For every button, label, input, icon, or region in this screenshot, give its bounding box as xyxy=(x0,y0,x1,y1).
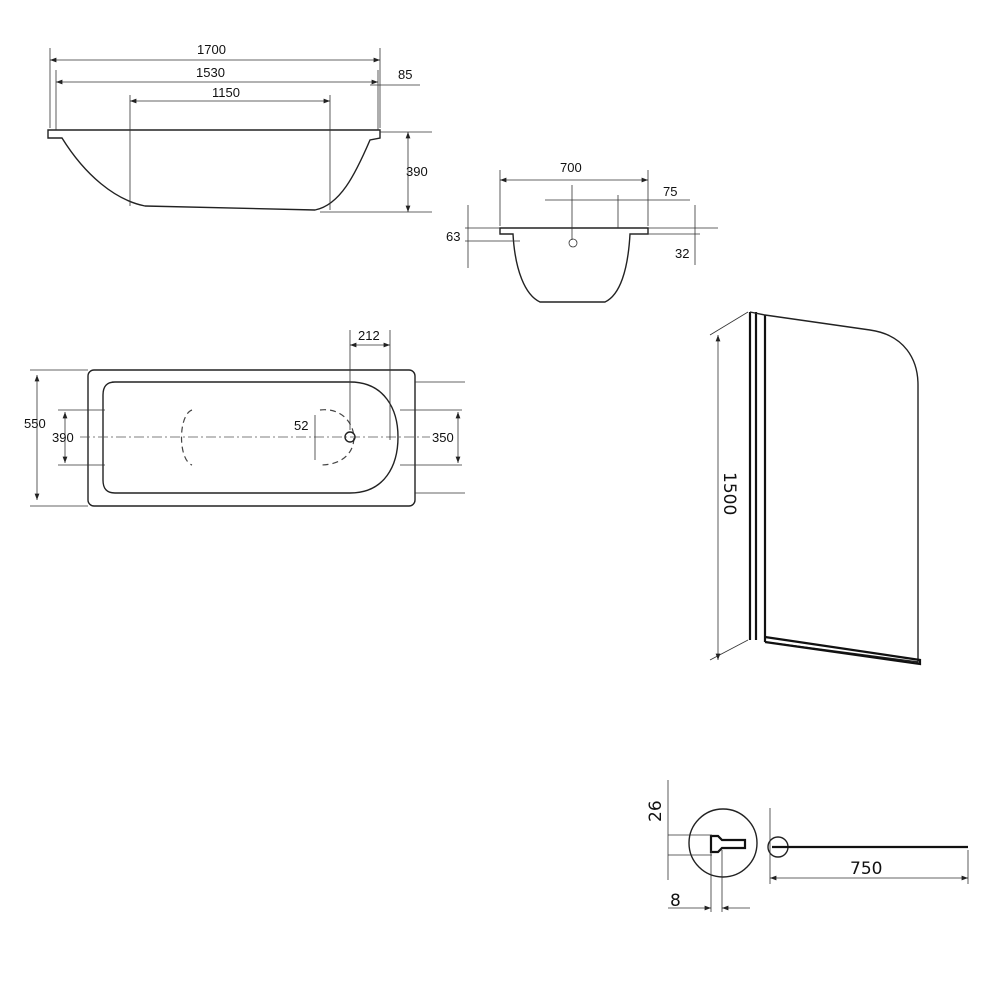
dim-lip: 32 xyxy=(675,246,689,261)
dim-screen-height: 1500 xyxy=(719,472,739,515)
bathtub-top-view: 212 550 390 350 52 xyxy=(24,328,465,507)
dim-end-width: 700 xyxy=(560,160,582,175)
dim-end-width: 350 xyxy=(432,430,454,445)
bathtub-end-view: 700 75 63 32 xyxy=(446,160,718,303)
dim-rim-height: 63 xyxy=(446,229,460,244)
dim-inner-width: 390 xyxy=(52,430,74,445)
screen-profile-detail: 26 8 750 xyxy=(646,780,969,912)
dim-height: 390 xyxy=(406,164,428,179)
dim-profile-height: 26 xyxy=(646,800,666,822)
dim-drain-offset: 212 xyxy=(358,328,380,343)
dim-bottom-length: 1150 xyxy=(212,85,240,100)
dim-rim-width: 75 xyxy=(663,184,677,199)
bathtub-side-view: 1700 1530 1150 85 390 xyxy=(47,42,432,213)
dim-profile-gap: 8 xyxy=(670,891,681,911)
dim-overall-length: 1700 xyxy=(197,42,226,57)
dim-inner-length: 1530 xyxy=(196,65,225,80)
bath-screen-elevation: 1500 xyxy=(709,311,922,666)
dim-drain-size: 52 xyxy=(294,418,308,433)
dim-rim-offset: 85 xyxy=(398,67,412,82)
dim-screen-width: 750 xyxy=(850,859,882,879)
dim-top-width: 550 xyxy=(24,416,46,431)
